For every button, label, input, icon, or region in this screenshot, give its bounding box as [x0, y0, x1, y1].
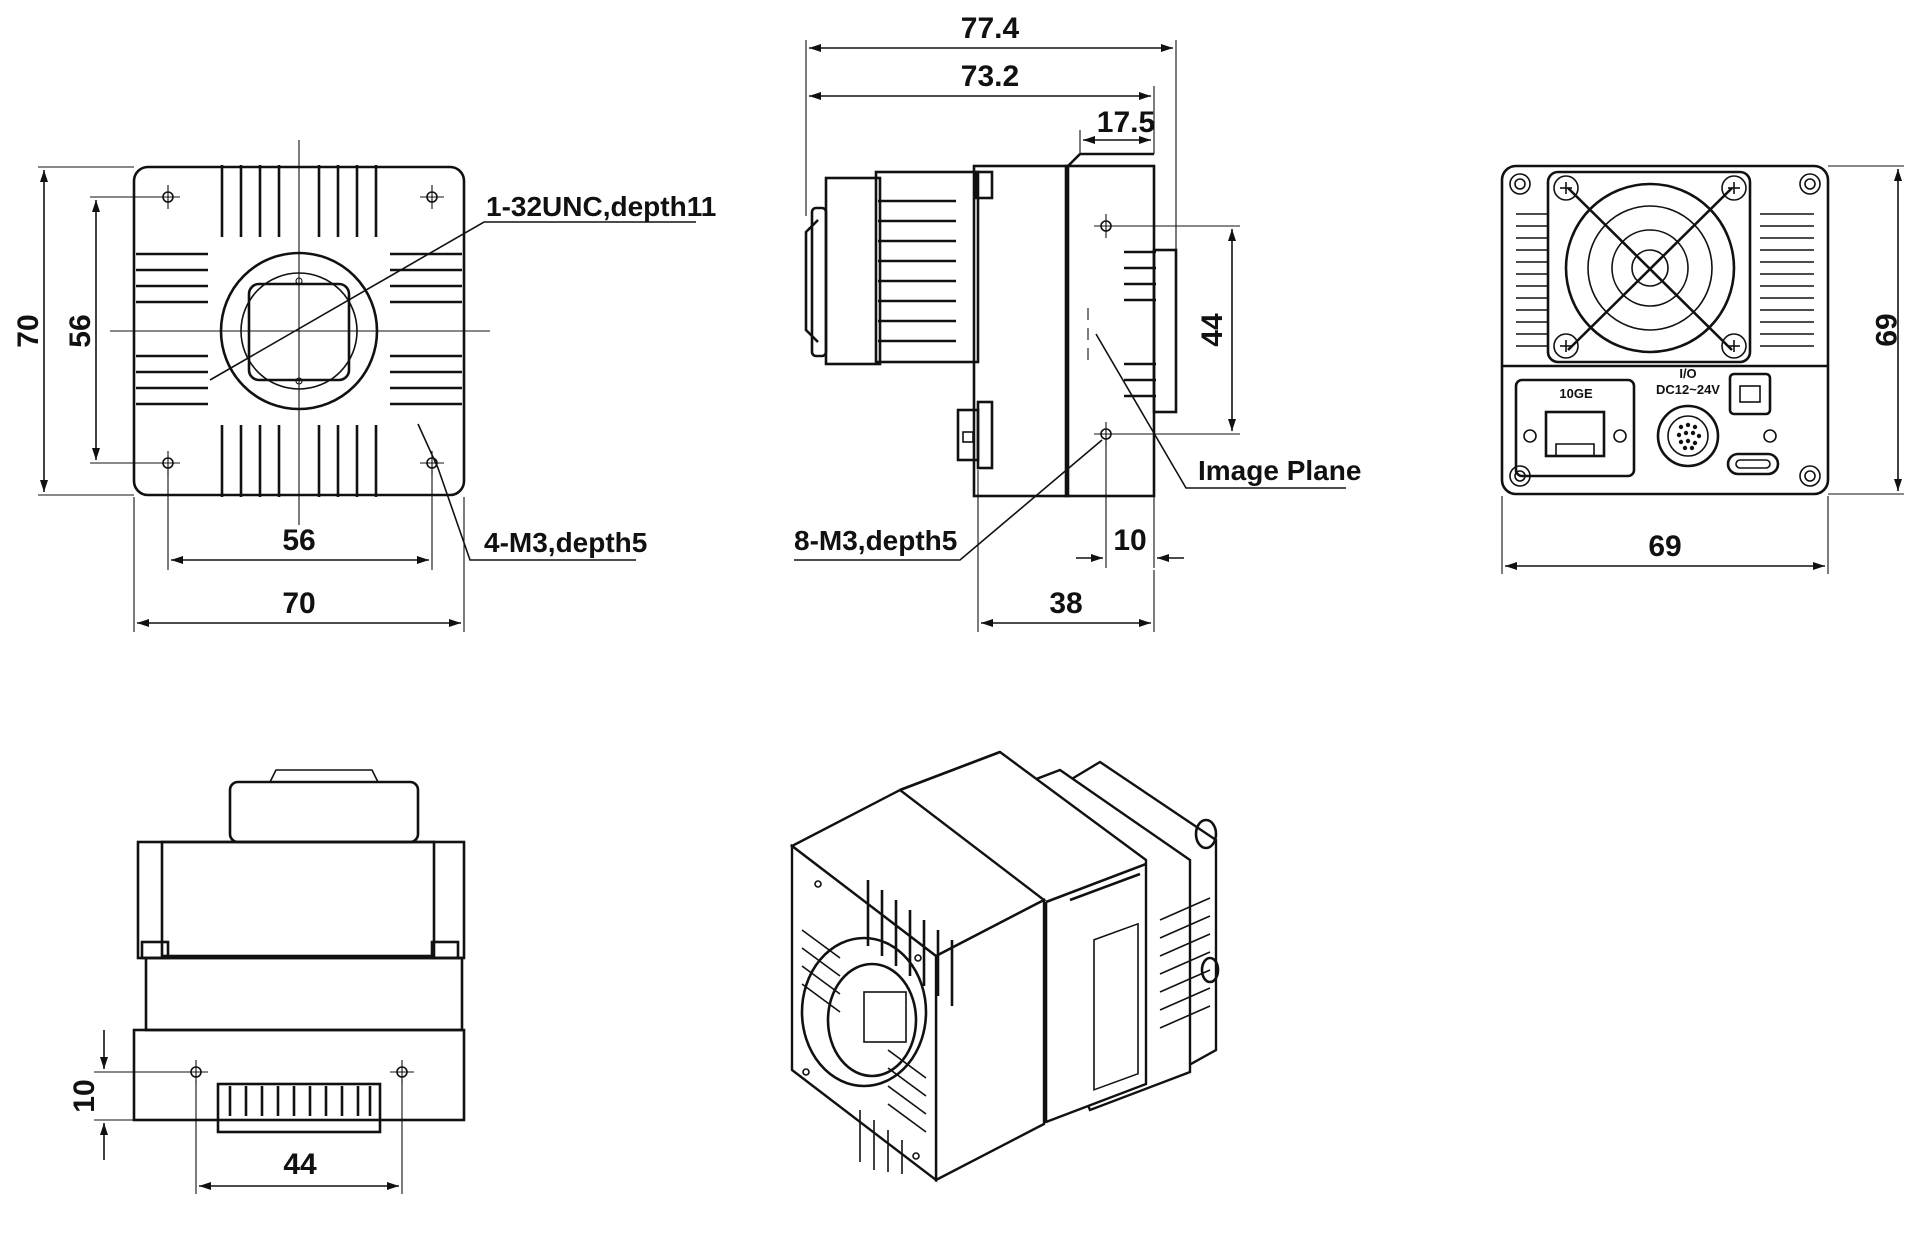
- front-mount-holes: [156, 185, 444, 475]
- rear-fan-housing: [1546, 170, 1752, 364]
- iso-lens-mount: [800, 936, 928, 1088]
- front-dim-height-holes: 56: [64, 314, 97, 347]
- side-dim-flange: 17.5: [1097, 106, 1155, 139]
- rear-fins: [1516, 213, 1814, 347]
- ethernet-port-icon: [1544, 410, 1606, 458]
- fan-screws: [1553, 175, 1747, 359]
- side-main-housing: [972, 164, 1070, 498]
- front-view: 70 56 56 70 1-32UNC,depth11 4-M3,depth5: [12, 140, 716, 632]
- front-dim-width-holes: 56: [282, 524, 315, 557]
- port-ethernet-label: 10GE: [1559, 386, 1593, 401]
- side-dim-hole-offset: 10: [1113, 524, 1146, 557]
- front-left-fins: [136, 252, 208, 406]
- port-power-label: DC12~24V: [1656, 382, 1720, 397]
- bottom-dim-hole-offset: 10: [68, 1079, 101, 1112]
- side-view: 77.4 73.2 17.5 44 10 38 Image Plane 8-M3…: [794, 12, 1361, 632]
- side-front-block: [1064, 164, 1156, 498]
- side-fin-block: [874, 170, 980, 364]
- fan-icon: [1564, 182, 1736, 354]
- side-callout-image-plane: Image Plane: [1198, 455, 1361, 486]
- bottom-view: 10 44: [68, 769, 466, 1194]
- bottom-dim-hole-spacing: 44: [283, 1148, 317, 1181]
- front-dim-width-outer: 70: [282, 587, 315, 620]
- front-top-fins: [220, 165, 378, 237]
- bottom-lens-cap: [228, 780, 420, 844]
- io-connector-icon: [1656, 404, 1720, 468]
- usb-c-port-icon: [1726, 452, 1780, 476]
- front-right-fins: [390, 252, 462, 406]
- power-header-icon: [1728, 372, 1772, 416]
- isometric-view: [789, 750, 1220, 1183]
- front-callout-holes: 4-M3,depth5: [484, 527, 647, 558]
- port-io-label: I/O: [1679, 366, 1696, 381]
- rear-dim-height: 69: [1869, 313, 1902, 346]
- side-dim-hole-spacing: 44: [1196, 313, 1229, 347]
- side-callout-holes: 8-M3,depth5: [794, 525, 957, 556]
- front-bottom-fins: [220, 425, 378, 497]
- rear-view: 10GE I/O DC12~24V 69 69: [1500, 164, 1904, 574]
- rear-corner-holes: [1509, 173, 1821, 487]
- rear-dim-width: 69: [1648, 530, 1681, 563]
- side-dim-body-length: 73.2: [961, 60, 1019, 93]
- side-dim-rear-length: 38: [1049, 587, 1082, 620]
- front-callout-mount: 1-32UNC,depth11: [486, 191, 716, 222]
- side-dim-total-length: 77.4: [961, 12, 1020, 45]
- front-dim-height-outer: 70: [12, 314, 45, 347]
- rear-body-outline: [1500, 164, 1830, 496]
- bottom-body: [144, 956, 464, 1032]
